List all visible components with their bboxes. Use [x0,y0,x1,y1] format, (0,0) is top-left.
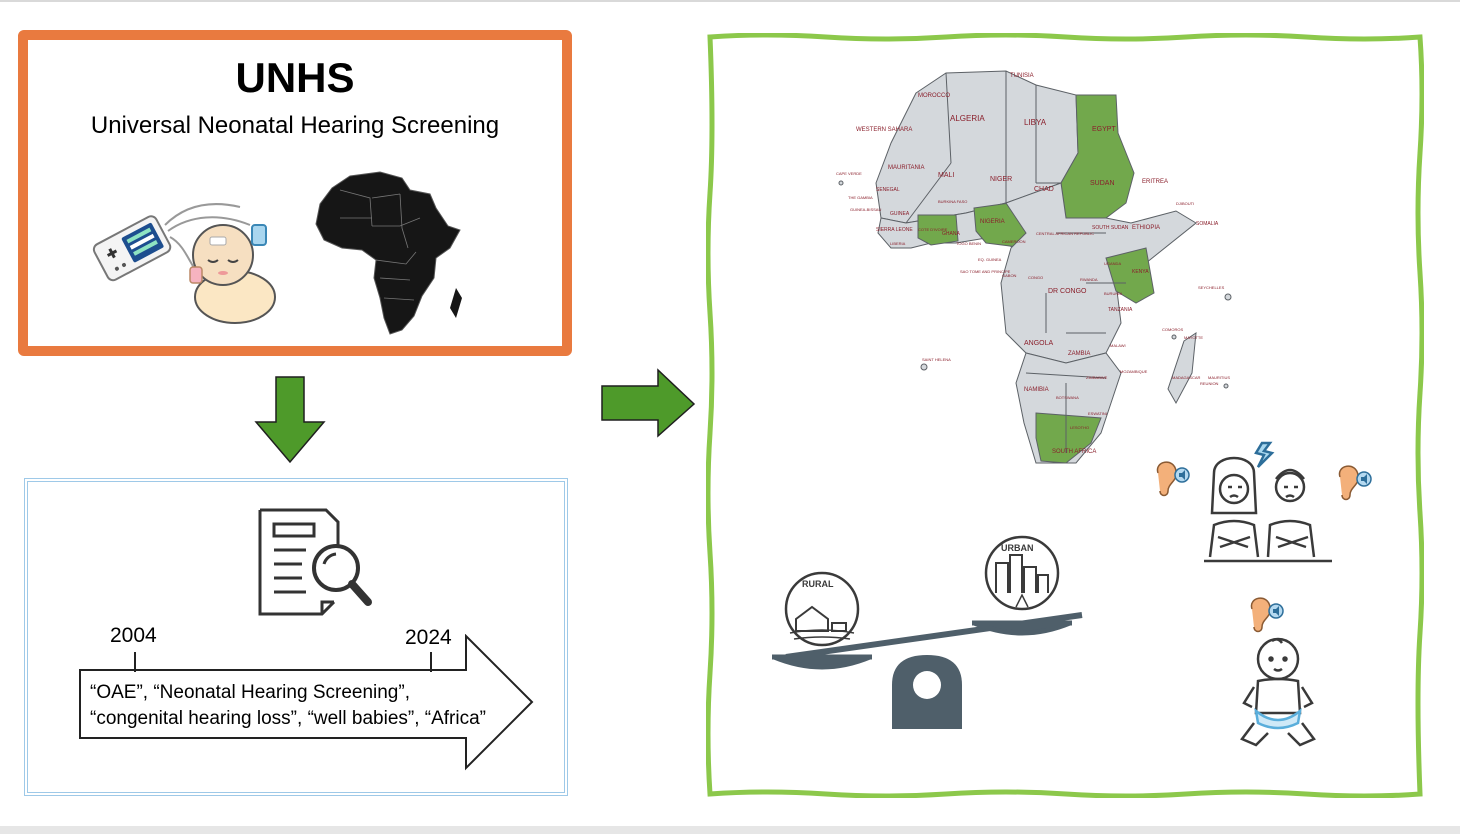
ear-hearing-icon [1338,465,1372,501]
label-eswatini: ESWATINI [1088,411,1107,416]
start-year: 2004 [110,624,157,647]
label-rwanda: RWANDA [1080,277,1098,282]
label-algeria: ALGERIA [950,114,985,123]
label-djibouti: DJIBOUTI [1176,201,1194,206]
unhs-box: UNHS Universal Neonatal Hearing Screenin… [18,30,572,356]
label-niger: NIGER [990,176,1012,183]
label-libya: LIBYA [1024,118,1047,127]
label-angola: ANGOLA [1024,340,1054,347]
document-search-icon [258,508,372,616]
africa-silhouette [315,171,462,335]
label-lesotho: LESOTHO [1070,425,1089,430]
label-comoros: COMOROS [1162,327,1183,332]
label-zambia: ZAMBIA [1068,351,1090,357]
label-south-africa: SOUTH AFRICA [1052,449,1096,455]
label-cape-verde: CAPE VERDE [836,171,862,176]
label-guinea-bissau: GUINEA-BISSAU [850,207,881,212]
label-south-sudan: SOUTH SUDAN [1092,225,1129,231]
keywords-line-1: “OAE”, “Neonatal Hearing Screening”, [90,682,410,703]
label-guinea: GUINEA [890,211,910,217]
label-congo: CONGO [1028,275,1043,280]
unhs-subtitle: Universal Neonatal Hearing Screening [90,112,500,139]
label-madagascar: MADAGASCAR [1172,375,1201,380]
africa-map [838,70,1232,464]
label-dr-congo: DR CONGO [1048,288,1087,295]
baby-icon [1240,637,1316,747]
label-sudan: SUDAN [1090,180,1115,187]
end-year: 2024 [405,626,452,649]
label-togo-benin: TOGO BENIN [956,241,981,246]
newborn-screening-icon [92,203,276,324]
keywords-line-2: “congenital hearing loss”, “well babies”… [90,708,486,729]
ear-hearing-icon [1250,597,1284,633]
label-morocco: MOROCCO [918,93,950,99]
label-sao-tome: SAO TOME AND PRINCIPE [960,269,1011,274]
label-burkina-faso: BURKINA FASO [938,199,967,204]
label-the-gambia: THE GAMBIA [848,195,873,200]
label-cameroon: CAMEROON [1002,239,1026,244]
search-strategy-box: 2004 2024 “OAE”, “Neonatal Hearing Scree… [24,478,568,796]
down-arrow [254,376,326,464]
upset-parents-icon [1204,441,1332,563]
label-ethiopia: ETHIOPIA [1132,225,1160,231]
label-senegal: SENEGAL [876,187,900,193]
label-uganda: UGANDA [1104,261,1121,266]
label-kenya: KENYA [1132,269,1149,275]
label-eritrea: ERITREA [1142,179,1168,185]
label-burundi: BURUNDI [1104,291,1122,296]
label-egypt: EGYPT [1092,126,1116,133]
label-cote-divoire: COTE D'IVOIRE [918,227,948,232]
label-saint-helena: SAINT HELENA [922,357,951,362]
africa-results-panel: TUNISIA MOROCCO ALGERIA LIBYA EGYPT WEST… [706,33,1424,798]
label-namibia: NAMIBIA [1024,387,1049,393]
label-eq-guinea: EQ. GUINEA [978,257,1002,262]
label-mozambique: MOZAMBIQUE [1120,369,1148,374]
label-mayotte: MAYOTTE [1184,335,1203,340]
label-tunisia: TUNISIA [1010,73,1034,79]
label-reunion: REUNION [1200,381,1219,386]
right-arrow [601,368,696,438]
label-sierra-leone: SIERRA LEONE [876,227,913,233]
rural-label: RURAL [802,579,834,589]
country-labels: TUNISIA MOROCCO ALGERIA LIBYA EGYPT WEST… [836,73,1230,455]
label-nigeria: NIGERIA [980,219,1005,225]
ear-hearing-icon [1156,461,1190,497]
label-liberia: LIBERIA [890,241,906,246]
label-zimbabwe: ZIMBABWE [1086,375,1108,380]
label-somalia: SOMALIA [1196,221,1219,227]
label-chad: CHAD [1034,186,1054,193]
label-tanzania: TANZANIA [1108,307,1133,313]
rural-urban-scale-icon: RURAL URBAN [772,535,1083,729]
label-malawi: MALAWI [1110,343,1126,348]
timeline-arrow [79,634,534,771]
bottom-bar [0,826,1460,834]
label-gabon: GABON [1002,273,1017,278]
label-mauritania: MAURITANIA [888,165,925,171]
label-western-sahara: WESTERN SAHARA [856,127,912,133]
search-keywords: “OAE”, “Neonatal Hearing Screening”, “co… [90,680,520,732]
label-mali: MALI [938,172,954,179]
unhs-title: UNHS [235,54,355,101]
top-divider [0,0,1460,2]
label-ghana: GHANA [942,231,960,237]
label-botswana: BOTSWANA [1056,395,1079,400]
label-seychelles: SEYCHELLES [1198,285,1225,290]
urban-label: URBAN [1001,543,1034,553]
label-mauritius: MAURITIUS [1208,375,1230,380]
label-car: CENTRAL AFRICAN REPUBLIC [1036,231,1094,236]
